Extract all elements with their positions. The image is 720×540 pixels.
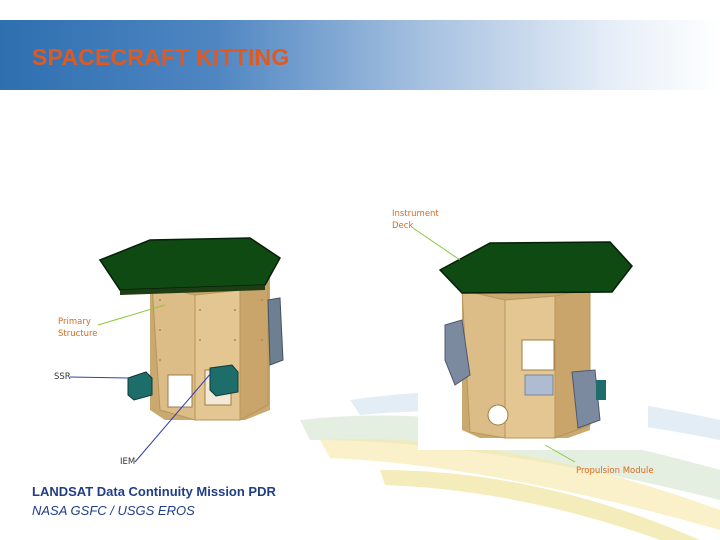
callout-ssr: SSR [54, 372, 71, 382]
callout-instrument-deck-line1: Instrument [392, 209, 439, 219]
callout-primary-structure-line1: Primary [58, 317, 91, 327]
callout-instrument-deck: Instrument Deck [392, 208, 439, 232]
callout-propulsion-module: Propulsion Module [576, 466, 654, 476]
footer-org: NASA GSFC / USGS EROS [32, 503, 195, 518]
header-band [0, 20, 720, 90]
callout-primary-structure: Primary Structure [58, 316, 98, 340]
slide-title: SPACECRAFT KITTING [32, 44, 290, 70]
callout-iem: IEM [120, 457, 136, 467]
callout-primary-structure-line2: Structure [58, 329, 98, 339]
footer-mission: LANDSAT Data Continuity Mission PDR [32, 484, 276, 499]
callout-instrument-deck-line2: Deck [392, 221, 414, 231]
